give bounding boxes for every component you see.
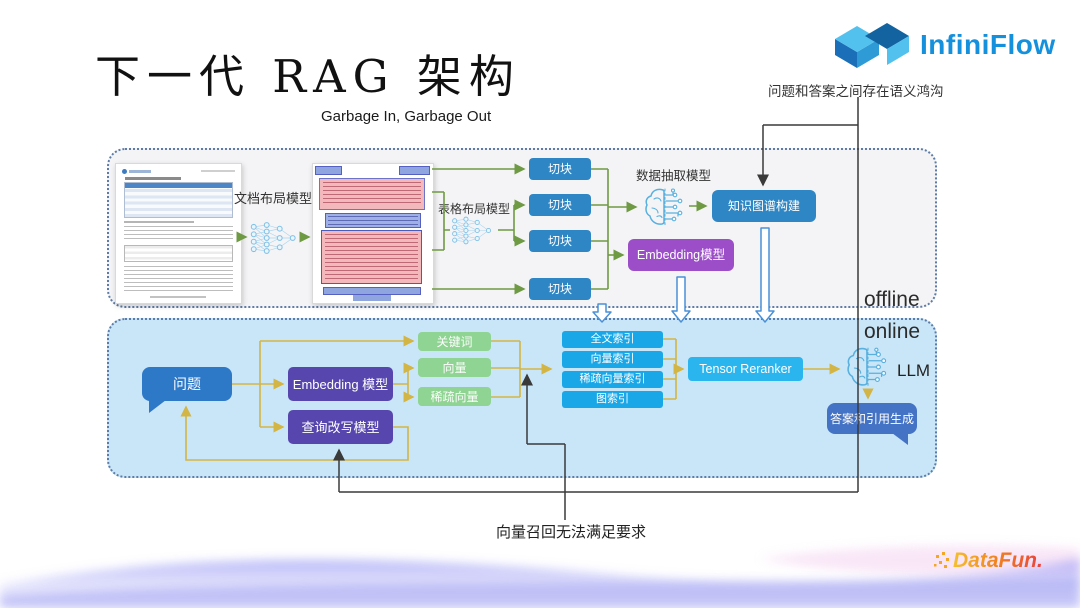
knowledge-graph-box: 知识图谱构建	[712, 190, 816, 222]
neural-network-icon	[452, 216, 492, 245]
doc-table-highlight-2	[321, 230, 422, 284]
question-bubble: 问题	[142, 367, 232, 413]
infiniflow-logo-text: InfiniFlow	[920, 29, 1056, 60]
chunk-box: 切块	[529, 194, 591, 216]
query-rewrite-model-box: 查询改写模型	[288, 410, 393, 444]
brain-circuit-icon	[645, 188, 683, 226]
answer-generation-bubble: 答案和引用生成	[827, 403, 917, 445]
top-annotation-label: 问题和答案之间存在语义鸿沟	[768, 84, 944, 99]
doc-table-region	[124, 182, 233, 218]
offline-panel	[107, 148, 937, 308]
vector-box: 向量	[418, 358, 491, 377]
vector-index-box: 向量索引	[562, 351, 663, 368]
online-label: online	[864, 320, 921, 343]
doc-layout-model-label: 文档布局模型	[234, 191, 313, 206]
datafun-logo-dots	[934, 551, 949, 568]
page-title: 下一代 RAG 架构	[95, 50, 521, 103]
infiniflow-logo-icon	[835, 23, 909, 68]
neural-network-icon	[250, 222, 296, 254]
infiniflow-logo: InfiniFlow	[833, 20, 1056, 70]
document-annotated-thumbnail	[312, 163, 434, 304]
chunk-box: 切块	[529, 158, 591, 180]
doc-paragraph-highlight	[325, 213, 421, 228]
bottom-annotation-label: 向量召回无法满足要求	[496, 524, 647, 541]
table-layout-model-label: 表格布局模型	[438, 202, 511, 216]
sparse-vector-box: 稀疏向量	[418, 387, 491, 406]
tensor-reranker-box: Tensor Reranker	[688, 357, 803, 381]
datafun-logo: DataFun.	[933, 549, 1043, 573]
chunk-box: 切块	[529, 230, 591, 252]
sparse-vector-index-box: 稀疏向量索引	[562, 371, 663, 388]
online-panel	[107, 318, 937, 478]
chunk-box: 切块	[529, 278, 591, 300]
bottom-wave-decoration	[0, 545, 1080, 608]
fulltext-index-box: 全文索引	[562, 331, 663, 348]
data-extraction-model-label: 数据抽取模型	[636, 169, 712, 183]
page-subtitle: Garbage In, Garbage Out	[321, 108, 492, 125]
llm-label: LLM	[897, 361, 931, 380]
document-original-thumbnail	[115, 163, 242, 304]
doc-small-table	[124, 245, 233, 262]
graph-index-box: 图索引	[562, 391, 663, 408]
doc-table-highlight	[319, 178, 425, 210]
embedding-model-box-offline: Embedding模型	[628, 239, 734, 271]
llm-brain-icon	[847, 347, 887, 387]
embedding-model-box-online: Embedding 模型	[288, 367, 393, 401]
offline-label: offline	[864, 288, 920, 311]
datafun-logo-text: DataFun.	[953, 549, 1043, 572]
keyword-box: 关键词	[418, 332, 491, 351]
